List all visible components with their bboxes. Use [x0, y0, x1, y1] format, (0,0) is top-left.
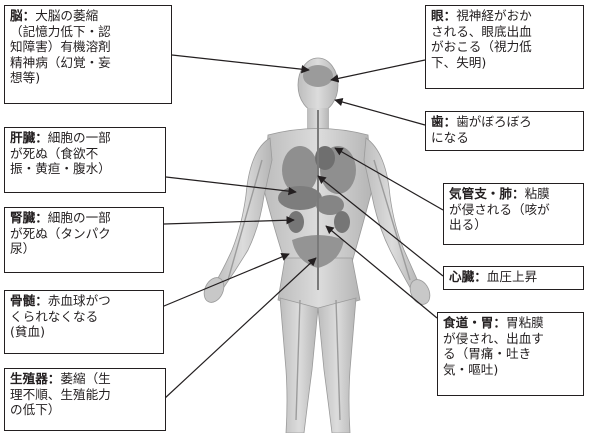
separator: ： — [512, 186, 525, 201]
separator: ： — [35, 130, 48, 145]
text-line: がおこる（視力低 — [431, 39, 578, 55]
text-line: が死ぬ（タンパク — [10, 226, 158, 242]
label-heart: 心臓 — [449, 269, 474, 284]
text-line: 理不順、生殖能力 — [10, 387, 160, 403]
box-esophagus-stomach: 食道・胃：胃粘膜 が侵され、出血す る（胃痛・吐き 気・嘔吐) — [437, 312, 584, 396]
box-marrow: 骨髄：赤血球がつ くられなくなる (貧血) — [4, 290, 164, 354]
text-line: 歯がぼろぼろ — [456, 114, 532, 129]
label-eye: 眼 — [431, 8, 444, 23]
box-brain: 脳：大脳の萎縮 （記憶力低下・認 知障害）有機溶剤 精神病（幻覚・妄 想等) — [4, 5, 172, 104]
text-line: る（胃痛・吐き — [443, 346, 578, 362]
box-lung: 気管支・肺：粘膜 が侵される（咳が 出る） — [443, 183, 584, 245]
separator: ： — [444, 8, 457, 23]
text-line: が侵され、出血す — [443, 331, 578, 347]
separator: ： — [444, 114, 457, 129]
label-reproductive: 生殖器 — [10, 371, 48, 386]
separator: ： — [474, 269, 487, 284]
text-line: 精神病（幻覚・妄 — [10, 55, 166, 71]
text-line: される、眼底出血 — [431, 24, 578, 40]
text-line: 萎縮（生 — [60, 371, 110, 386]
arrow-teeth — [335, 100, 425, 125]
text-line: 大脳の萎縮 — [35, 8, 98, 23]
text-line: 血圧上昇 — [487, 269, 537, 284]
text-line: 想等) — [10, 70, 166, 86]
box-eye: 眼：視神経がおか される、眼底出血 がおこる（視力低 下、失明) — [425, 5, 584, 89]
label-esophagus-stomach: 食道・胃 — [443, 315, 493, 330]
arrow-eye — [331, 60, 425, 80]
text-line: (貧血) — [10, 324, 158, 340]
text-line: （記憶力低下・認 — [10, 24, 166, 40]
text-line: が侵される（咳が — [449, 202, 578, 218]
human-anatomy-figure — [200, 58, 433, 433]
text-line: 胃粘膜 — [506, 315, 544, 330]
text-line: 知障害）有機溶剤 — [10, 39, 166, 55]
text-line: 視神経がおか — [456, 8, 532, 23]
box-liver: 肝臓：細胞の一部 が死ぬ（食欲不 振・黄疸・腹水） — [4, 127, 166, 193]
text-line: 振・黄疸・腹水） — [10, 161, 160, 177]
text-line: が死ぬ（食欲不 — [10, 146, 160, 162]
text-line: 気・嘔吐) — [443, 362, 578, 378]
text-line: になる — [431, 130, 578, 146]
separator: ： — [23, 8, 36, 23]
text-line: くられなくなる — [10, 309, 158, 325]
separator: ： — [35, 210, 48, 225]
text-line: の低下） — [10, 402, 160, 418]
arrow-brain — [172, 55, 309, 70]
label-liver: 肝臓 — [10, 130, 35, 145]
box-teeth: 歯：歯がぼろぼろ になる — [425, 111, 584, 151]
separator: ： — [35, 293, 48, 308]
separator: ： — [493, 315, 506, 330]
text-line: 細胞の一部 — [48, 210, 111, 225]
text-line: 赤血球がつ — [48, 293, 111, 308]
text-line: 粘膜 — [525, 186, 550, 201]
label-brain: 脳 — [10, 8, 23, 23]
separator: ： — [48, 371, 61, 386]
text-line: 尿） — [10, 241, 158, 257]
text-line: 下、失明) — [431, 55, 578, 71]
text-line: 出る） — [449, 217, 578, 233]
label-kidney: 腎臓 — [10, 210, 35, 225]
label-lung: 気管支・肺 — [449, 186, 512, 201]
text-line: 細胞の一部 — [48, 130, 111, 145]
box-heart: 心臓：血圧上昇 — [443, 266, 584, 290]
box-reproductive: 生殖器：萎縮（生 理不順、生殖能力 の低下） — [4, 368, 166, 431]
label-teeth: 歯 — [431, 114, 444, 129]
label-marrow: 骨髄 — [10, 293, 35, 308]
box-kidney: 腎臓：細胞の一部 が死ぬ（タンパク 尿） — [4, 207, 164, 273]
